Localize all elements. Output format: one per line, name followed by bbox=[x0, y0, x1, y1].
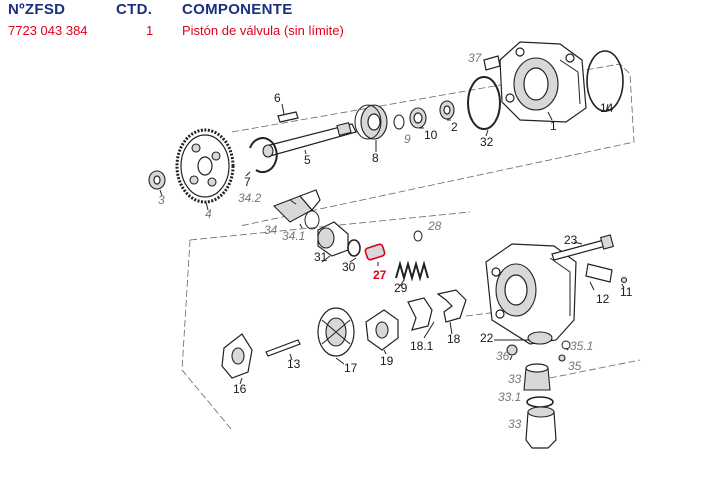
part-13-pin bbox=[265, 339, 301, 357]
callout-27[interactable]: 27 bbox=[373, 268, 387, 282]
callout-16[interactable]: 16 bbox=[233, 382, 247, 396]
part-5-shaft bbox=[262, 122, 357, 158]
part-8-bearing bbox=[354, 104, 388, 140]
part-30-ring bbox=[347, 239, 361, 257]
callout-33-1[interactable]: 33.1 bbox=[498, 390, 521, 404]
part-23-bolt bbox=[551, 234, 615, 261]
part-14-ring bbox=[586, 50, 624, 112]
part-11-screw bbox=[620, 276, 628, 284]
part-36-nut bbox=[506, 344, 518, 356]
callout-35[interactable]: 35 bbox=[568, 359, 582, 373]
row-component[interactable]: Pistón de válvula (sin límite) bbox=[182, 23, 344, 38]
part-9-circlip bbox=[393, 114, 405, 130]
callout-19[interactable]: 19 bbox=[380, 354, 394, 368]
header-code: NºZFSD bbox=[8, 1, 66, 18]
callout-9[interactable]: 9 bbox=[404, 132, 411, 146]
part-7-circlip bbox=[249, 137, 278, 174]
guide-right bbox=[465, 303, 641, 381]
callout-14[interactable]: 14 bbox=[600, 101, 614, 115]
callout-34-2[interactable]: 34.2 bbox=[238, 191, 262, 205]
part-19-rotor bbox=[365, 309, 399, 351]
part-28-oring bbox=[413, 230, 423, 242]
part-33-fitting-upper bbox=[523, 363, 551, 391]
callout-10[interactable]: 10 bbox=[424, 128, 438, 142]
callout-34[interactable]: 34 bbox=[264, 223, 278, 237]
callout-7[interactable]: 7 bbox=[244, 175, 251, 189]
callout-30[interactable]: 30 bbox=[342, 260, 356, 274]
part-33-fitting-lower bbox=[525, 406, 557, 449]
row-code[interactable]: 7723 043 384 bbox=[8, 23, 88, 38]
callout-18[interactable]: 18 bbox=[447, 332, 461, 346]
part-12-plate bbox=[585, 263, 613, 283]
part-27-piston[interactable] bbox=[364, 243, 386, 261]
part-34-assembly bbox=[273, 189, 321, 230]
callout-37[interactable]: 37 bbox=[468, 51, 483, 65]
part-1-housing bbox=[499, 41, 587, 123]
leader-lines bbox=[159, 103, 625, 385]
part-37-bolt bbox=[483, 55, 501, 71]
callout-17[interactable]: 17 bbox=[344, 361, 358, 375]
callout-2[interactable]: 2 bbox=[451, 120, 458, 134]
header-component: COMPONENTE bbox=[182, 1, 293, 18]
part-6-key bbox=[277, 111, 299, 123]
part-35-1-washer bbox=[561, 340, 571, 350]
callout-28[interactable]: 28 bbox=[427, 219, 442, 233]
part-32-oring bbox=[467, 76, 501, 130]
callout-13[interactable]: 13 bbox=[287, 357, 301, 371]
part-4-gear bbox=[175, 128, 235, 204]
part-29-spring bbox=[395, 260, 429, 282]
callout-8[interactable]: 8 bbox=[372, 151, 379, 165]
part-33-1-washer bbox=[526, 396, 554, 408]
callout-1[interactable]: 1 bbox=[550, 119, 557, 133]
callout-33-upper[interactable]: 33 bbox=[508, 372, 522, 386]
callout-12[interactable]: 12 bbox=[596, 292, 610, 306]
part-2-bearing bbox=[439, 100, 455, 120]
callout-11[interactable]: 11 bbox=[620, 285, 633, 299]
callout-32[interactable]: 32 bbox=[480, 135, 494, 149]
callout-22[interactable]: 22 bbox=[480, 331, 494, 345]
callout-36[interactable]: 36 bbox=[496, 349, 510, 363]
callout-35-1[interactable]: 35.1 bbox=[570, 339, 593, 353]
callout-33-lower[interactable]: 33 bbox=[508, 417, 522, 431]
part-17-rotor bbox=[317, 307, 355, 357]
callout-3[interactable]: 3 bbox=[158, 193, 165, 207]
part-10-bearing bbox=[409, 107, 427, 129]
exploded-diagram: 6 5 8 9 10 2 32 1 14 37 7 3 4 34.2 34 34… bbox=[148, 41, 641, 449]
callout-5[interactable]: 5 bbox=[304, 153, 311, 167]
callout-18-1[interactable]: 18.1 bbox=[410, 339, 434, 353]
part-16-plate bbox=[221, 333, 253, 379]
guide-upper bbox=[231, 63, 635, 227]
part-18-cam bbox=[436, 289, 467, 323]
callout-6[interactable]: 6 bbox=[274, 91, 281, 105]
part-3-nut bbox=[148, 170, 166, 190]
callout-4[interactable]: 4 bbox=[205, 207, 212, 221]
callout-31[interactable]: 31 bbox=[314, 250, 328, 264]
part-22-housing bbox=[485, 243, 577, 345]
part-31-valve-body bbox=[317, 221, 349, 257]
row-qty: 1 bbox=[146, 23, 154, 38]
callout-29[interactable]: 29 bbox=[394, 281, 408, 295]
callout-23[interactable]: 23 bbox=[564, 233, 578, 247]
callout-34-1[interactable]: 34.1 bbox=[282, 229, 305, 243]
part-35-screw bbox=[558, 354, 566, 362]
part-18-1-cam bbox=[407, 297, 433, 331]
header-qty: CTD. bbox=[116, 1, 153, 18]
